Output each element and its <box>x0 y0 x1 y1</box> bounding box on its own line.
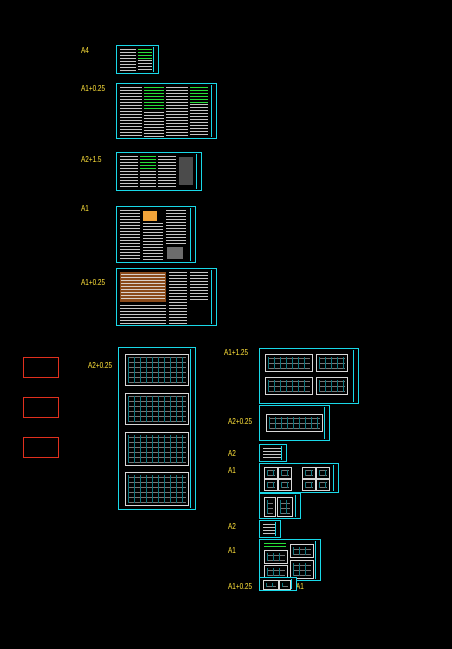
sheet-size-label-3: A1 <box>81 204 89 213</box>
drawing-sheet-details-2[interactable] <box>259 463 339 493</box>
sheet-size-label-12: A1+0.25 <box>228 582 253 591</box>
marker-box-1[interactable] <box>23 357 59 378</box>
drawing-sheet-elevations[interactable] <box>259 348 359 404</box>
sheet-size-label-11: A1 <box>228 546 236 555</box>
drawing-sheet-detail-1[interactable] <box>259 444 287 462</box>
drawing-sheet-notes-3[interactable] <box>116 206 196 263</box>
drawing-sheet-notes-1[interactable] <box>116 83 217 139</box>
drawing-sheet-notes-4[interactable] <box>116 268 217 326</box>
drawing-sheet-details-6[interactable] <box>259 577 297 591</box>
sheet-size-label-13: A1 <box>296 582 304 591</box>
marker-box-2[interactable] <box>23 397 59 418</box>
sheet-size-label-7: A2+0.25 <box>228 417 253 426</box>
marker-box-3[interactable] <box>23 437 59 458</box>
sheet-size-label-a4: A4 <box>81 46 89 55</box>
drawing-sheet-floor-plans[interactable] <box>118 347 196 510</box>
drawing-sheet-details-3[interactable] <box>259 493 301 519</box>
sheet-size-label-9: A1 <box>228 466 236 475</box>
drawing-sheet-details-5[interactable] <box>259 539 321 581</box>
sheet-size-label-1: A1+0.25 <box>81 84 106 93</box>
drawing-sheet-cover[interactable] <box>116 45 159 74</box>
sheet-size-label-10: A2 <box>228 522 236 531</box>
sheet-size-label-2: A2+1.5 <box>81 155 102 164</box>
sheet-size-label-4: A1+0.25 <box>81 278 106 287</box>
sheet-size-label-6: A1+1.25 <box>224 348 249 357</box>
drawing-sheet-detail-4[interactable] <box>259 520 281 538</box>
sheet-size-label-5: A2+0.25 <box>88 361 113 370</box>
sheet-size-label-8: A2 <box>228 449 236 458</box>
drawing-sheet-notes-2[interactable] <box>116 152 202 191</box>
drawing-sheet-section[interactable] <box>259 405 330 441</box>
